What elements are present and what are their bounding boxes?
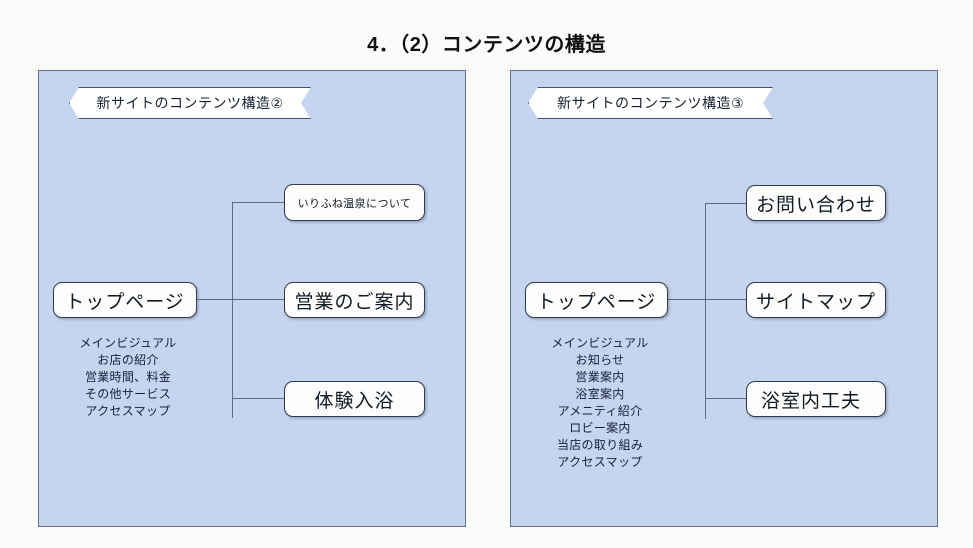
sublist-top-page-left: メインビジュアル お店の紹介 営業時間、料金 その他サービス アクセスマップ — [79, 336, 177, 418]
page-title: 4．（2）コンテンツの構造 — [367, 34, 606, 56]
node-bathroom-improvements[interactable]: 浴室内工夫 — [746, 381, 886, 417]
diagram-panel-left: 新サイトのコンテンツ構造② トップページ いりふね温泉について 営業のご案内 体… — [38, 70, 466, 527]
node-about-onsen[interactable]: いりふね温泉について — [284, 184, 425, 221]
connector-root-stem-left — [197, 299, 233, 301]
node-sitemap[interactable]: サイトマップ — [746, 282, 886, 318]
connector-branch-trial-left — [232, 398, 285, 400]
connector-branch-business-left — [232, 299, 285, 301]
connector-branch-about-left — [232, 202, 285, 204]
connector-branch-contact-right — [705, 203, 747, 205]
diagram-panel-right: 新サイトのコンテンツ構造③ トップページ お問い合わせ サイトマップ 浴室内工夫… — [510, 70, 938, 527]
panel-header-right: 新サイトのコンテンツ構造③ — [528, 87, 773, 119]
connector-branch-sitemap-right — [705, 299, 747, 301]
connector-trunk-left — [232, 202, 234, 418]
connector-branch-bathroom-right — [705, 398, 747, 400]
connector-root-stem-right — [668, 299, 706, 301]
node-top-page-left[interactable]: トップページ — [53, 282, 197, 318]
node-contact[interactable]: お問い合わせ — [746, 185, 886, 221]
node-business-guide[interactable]: 営業のご案内 — [284, 282, 425, 318]
node-top-page-right[interactable]: トップページ — [525, 282, 668, 318]
node-trial-bathing[interactable]: 体験入浴 — [284, 381, 425, 417]
sublist-top-page-right: メインビジュアル お知らせ 営業案内 浴室案内 アメニティ紹介 ロビー案内 当店… — [551, 336, 649, 469]
connector-trunk-right — [705, 203, 707, 419]
panel-header-left: 新サイトのコンテンツ構造② — [69, 87, 311, 119]
